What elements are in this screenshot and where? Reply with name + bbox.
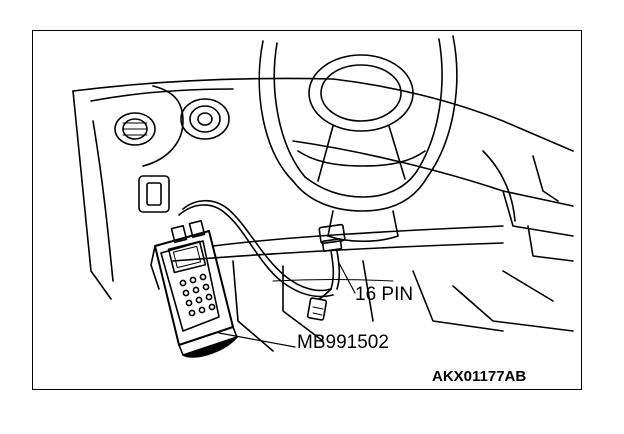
diagnostic-cable	[178, 199, 334, 300]
air-vent-center	[142, 85, 230, 167]
adapter-plug	[306, 297, 328, 321]
steering-column	[327, 210, 399, 242]
diagnostic-connector-16pin	[318, 223, 346, 290]
dash-switch	[138, 175, 170, 213]
illustration-frame: 16 PIN MB991502 AKX01177AB	[32, 30, 582, 390]
steering-wheel	[258, 35, 458, 212]
air-vent-left	[114, 112, 156, 146]
hand-held-tester	[150, 219, 238, 358]
tester-label: MB991502	[297, 332, 389, 353]
lower-panel	[232, 225, 574, 352]
connector-label: 16 PIN	[355, 284, 414, 305]
dashboard-diagnostic-illustration	[72, 35, 574, 358]
figure-code: AKX01177AB	[432, 368, 527, 385]
leader-lines	[218, 262, 356, 348]
